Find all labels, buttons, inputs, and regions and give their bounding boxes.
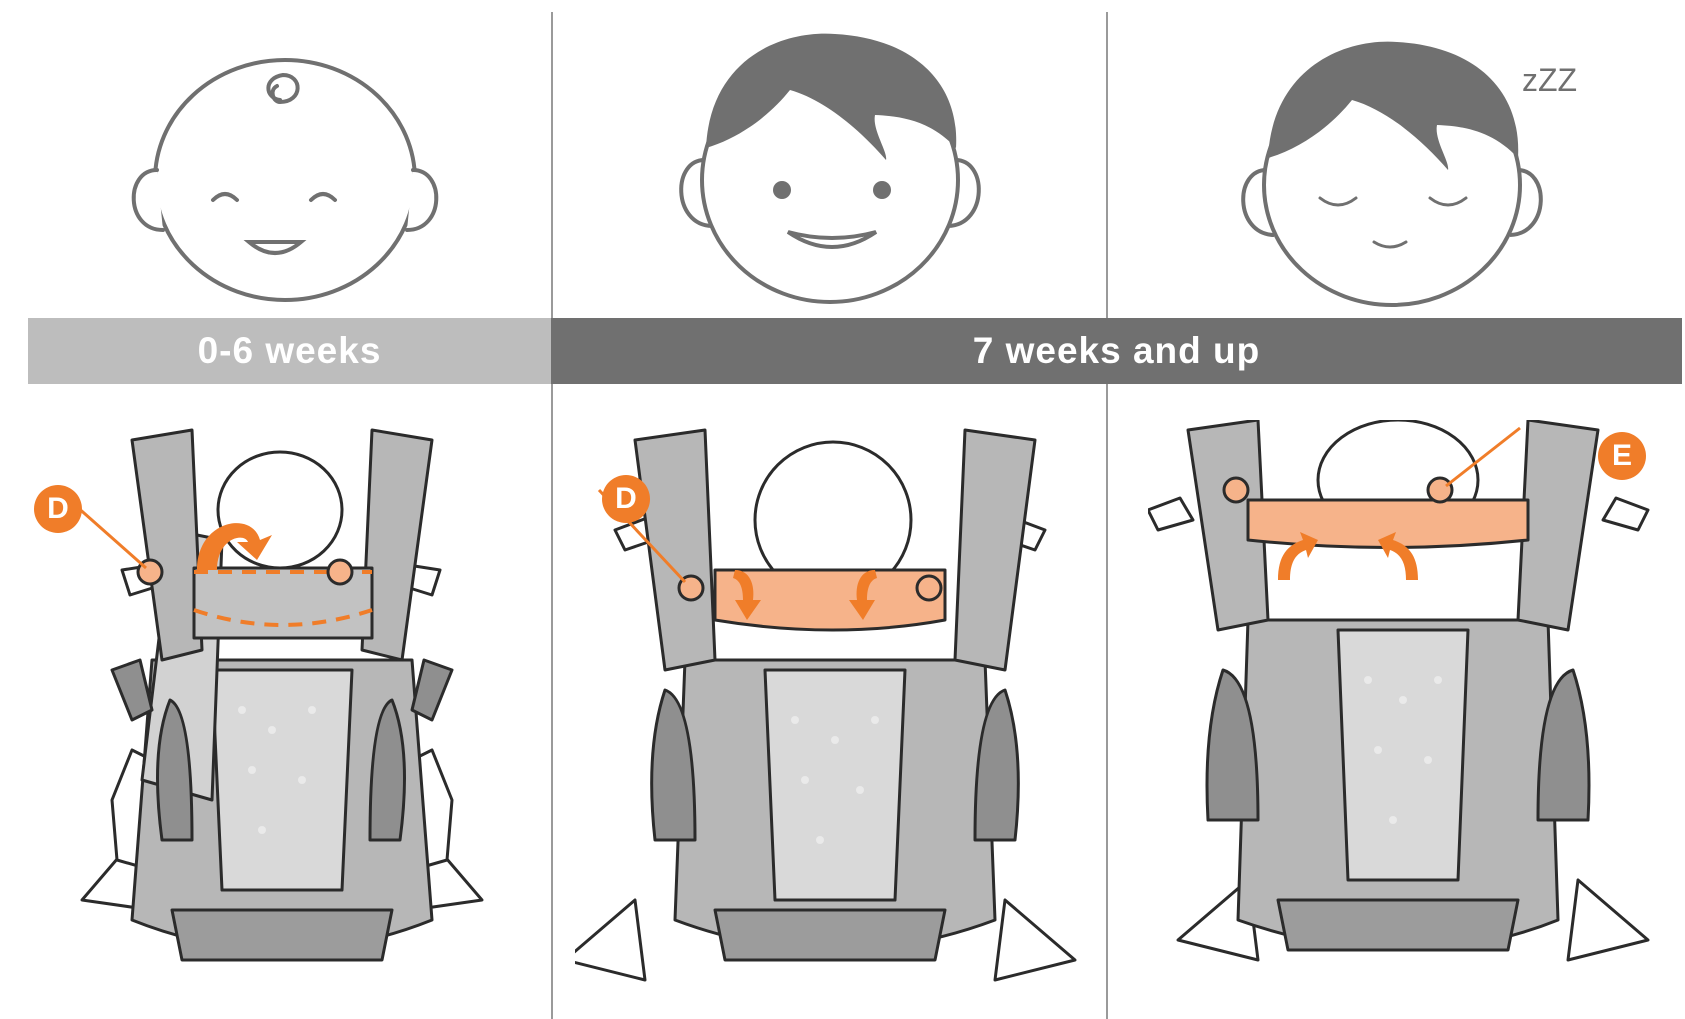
- baby-carrier-icon: [575, 420, 1095, 1019]
- column-divider-2: [1106, 12, 1108, 1019]
- baby-carrier-icon: [22, 420, 542, 1019]
- callout-badge: D: [602, 475, 650, 523]
- callout-badge: E: [1598, 432, 1646, 480]
- age-band-newborn: 0-6 weeks: [28, 318, 551, 384]
- age-band-older: 7 weeks and up: [551, 318, 1682, 384]
- sleeping-child-face-icon: [1222, 20, 1562, 310]
- newborn-face-icon: [115, 20, 455, 310]
- callout-badge: D: [34, 485, 82, 533]
- column-divider-1: [551, 12, 553, 1019]
- smiling-child-face-icon: [660, 20, 1000, 310]
- baby-carrier-icon: [1148, 420, 1668, 1019]
- sleep-text: zZZ: [1522, 62, 1577, 99]
